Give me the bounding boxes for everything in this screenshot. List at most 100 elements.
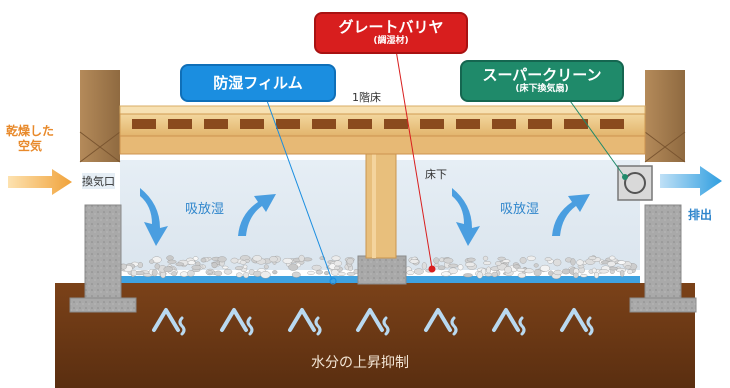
gravel-stone [413,268,424,275]
gravel-stone [526,255,536,261]
gravel-stone [311,264,322,271]
gravel-stone [465,262,476,267]
gravel-stone [211,262,218,269]
gravel-stone [484,272,493,277]
joist-slot [564,119,588,129]
moisture-up-arrow [288,308,322,336]
right-foundation [644,204,682,304]
gravel-stone [337,271,346,276]
gravel-stone [207,270,213,274]
moisture-up-arrow [356,308,390,336]
gravel-stone [298,254,305,262]
gravel-stone [466,257,476,262]
soil-ground [55,283,695,388]
joist-slot [528,119,552,129]
gravel-stone [594,272,600,279]
super-clean-title: スーパークリーン [482,66,602,84]
moisture-suppression-arrows [152,308,594,336]
gravel-stone [263,264,269,270]
gravel-stone [504,266,512,274]
moisture-up-arrow [560,308,594,336]
joist-slot [456,119,480,129]
release-arrow-right-up [552,194,590,236]
gravel-stone [516,267,526,272]
gravel-stone [331,255,341,261]
gravel-stone [437,265,446,271]
right-wall-post [645,70,685,162]
dry-air-inflow-arrow [8,169,72,195]
gravel-stone [620,269,625,277]
joist-slot [204,119,228,129]
gravel-stone [346,258,354,265]
gravel-stone [333,260,343,267]
gravel-stone [217,256,227,263]
gravel-stone [269,256,278,263]
gravel-stone [167,259,177,264]
gravel-stone [149,259,155,264]
gravel-stone [495,261,502,266]
super-clean-subtitle: (床下換気扇) [515,84,569,94]
great-barrier-callout: グレートバリヤ (調湿材) [314,12,468,54]
gravel-stone [517,272,527,279]
gravel-stone [200,257,207,263]
fan-icon [624,172,646,194]
gravel-stone [519,257,527,264]
absorb-arrow-right-down [452,188,480,246]
gravel-stone [421,262,427,270]
absorb-release-label-right: 吸放湿 [500,202,540,217]
gravel-stone [234,266,243,271]
great-barrier-subtitle: (調湿材) [373,36,409,46]
gravel-stone [433,257,440,264]
left-foundation-base [69,297,137,313]
gravel-stone [163,266,173,273]
joist-slot [420,119,444,129]
underfloor-label: 床下 [425,168,447,181]
vent-inlet-label: 換気口 [82,173,115,189]
gravel-stone [501,259,511,263]
moisture-film-callout: 防湿フィルム [180,64,336,102]
gravel-stone [497,256,506,261]
joist-slot [600,119,624,129]
gravel-stone [154,263,161,270]
gravel-stone [187,270,195,277]
gravel-stone [544,257,552,262]
gravel-stone [591,267,597,274]
gravel-stone [533,263,539,268]
joist-slot [276,119,300,129]
great-barrier-pointer [428,265,436,273]
gravel-stone [406,270,415,276]
moisture-film-pointer [329,277,337,285]
underfloor-fan-box [617,165,653,201]
right-foundation-base [629,297,697,313]
gravel-stone [624,265,632,270]
left-wall-post [80,70,120,162]
exhaust-arrow [660,166,722,196]
gravel-stone [570,258,576,266]
gravel-stone [434,262,440,267]
floor-main-beam [119,135,646,155]
absorb-arrow-left-down [140,188,168,246]
joist-slot [492,119,516,129]
gravel-stone [288,263,299,271]
gravel-stone [235,272,243,278]
gravel-stone [272,270,278,275]
moisture-film-leader [265,97,333,281]
gravel-stone [239,260,247,265]
gravel-stone [243,272,250,279]
gravel-stone [448,267,458,274]
moisture-up-arrow [152,308,186,336]
gravel-stone [524,268,534,274]
super-clean-pointer [622,174,628,180]
release-arrow-left-up [238,194,276,236]
center-post [365,149,397,259]
gravel-stone [222,265,229,270]
joist-slot [168,119,192,129]
gravel-stone [533,269,542,277]
gravel-stone [482,255,489,261]
gravel-stone [439,257,445,263]
gravel-stone [291,271,301,278]
gravel-stone [486,266,491,274]
gravel-stone [553,258,562,267]
gravel-stone [607,261,616,267]
joist-slot [348,119,372,129]
